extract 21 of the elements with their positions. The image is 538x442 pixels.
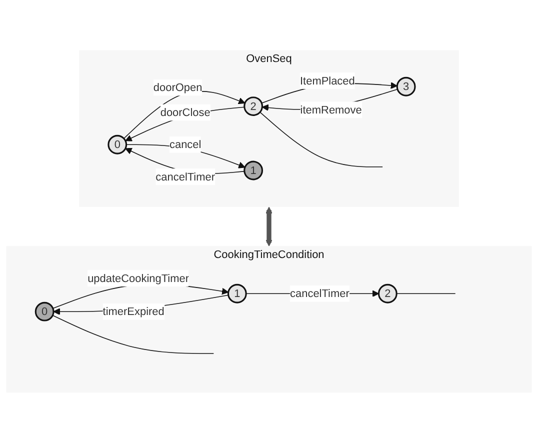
edge-label: itemRemove (300, 102, 362, 116)
node-circle: 1 (227, 283, 247, 303)
edge-label: doorOpen (153, 80, 202, 93)
node-circle: 0 (108, 134, 128, 154)
node-circle: 3 (396, 76, 416, 96)
node-circle: 0 (34, 301, 54, 321)
edge-label: timerExpired (102, 304, 164, 318)
edge-label: cancel (169, 138, 202, 150)
node-circle: 2 (378, 283, 398, 303)
edge-label: updateCookingTimer (88, 271, 189, 284)
node-circle: 1 (244, 160, 264, 180)
connector (52, 314, 214, 354)
edge-label: doorClose (160, 105, 210, 118)
arrow (266, 206, 272, 246)
edge-label: cancelTimer (156, 170, 216, 182)
node-circle: 2 (244, 96, 264, 116)
edge-label: cancelTimer (290, 286, 350, 300)
edge-label: ItemPlaced (300, 74, 355, 86)
connector (396, 292, 456, 294)
connector (260, 111, 383, 167)
arrow (123, 90, 246, 138)
